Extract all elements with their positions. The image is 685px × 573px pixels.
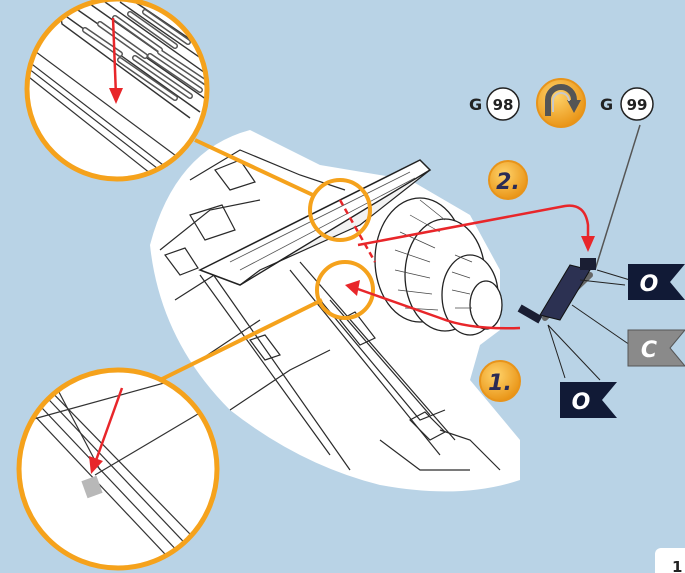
svg-text:99: 99 <box>627 96 648 114</box>
zoom-detail-bottom <box>15 370 230 573</box>
step-badge-2: 2. <box>489 161 527 199</box>
svg-text:O: O <box>572 390 591 415</box>
page-number-corner: 1 <box>655 548 685 573</box>
part-code-g99: G 99 <box>600 88 653 120</box>
tag-o-upper: O <box>628 264 685 300</box>
svg-text:O: O <box>640 272 659 297</box>
part-code-g98: G 98 <box>469 88 519 120</box>
rotate-arrow-icon <box>537 79 585 127</box>
svg-text:C: C <box>641 338 657 363</box>
tag-o-lower: O <box>560 382 617 418</box>
step-badge-1: 1. <box>480 361 520 401</box>
svg-text:G: G <box>600 95 613 114</box>
part-piece <box>518 125 640 380</box>
zoom-detail-top <box>20 0 215 185</box>
svg-text:G: G <box>469 95 482 114</box>
arrow-head-step2 <box>581 236 595 252</box>
svg-text:98: 98 <box>493 96 514 114</box>
tag-c: C <box>628 330 685 366</box>
svg-text:1.: 1. <box>488 371 512 396</box>
svg-text:1: 1 <box>672 558 682 573</box>
svg-text:2.: 2. <box>496 170 520 195</box>
